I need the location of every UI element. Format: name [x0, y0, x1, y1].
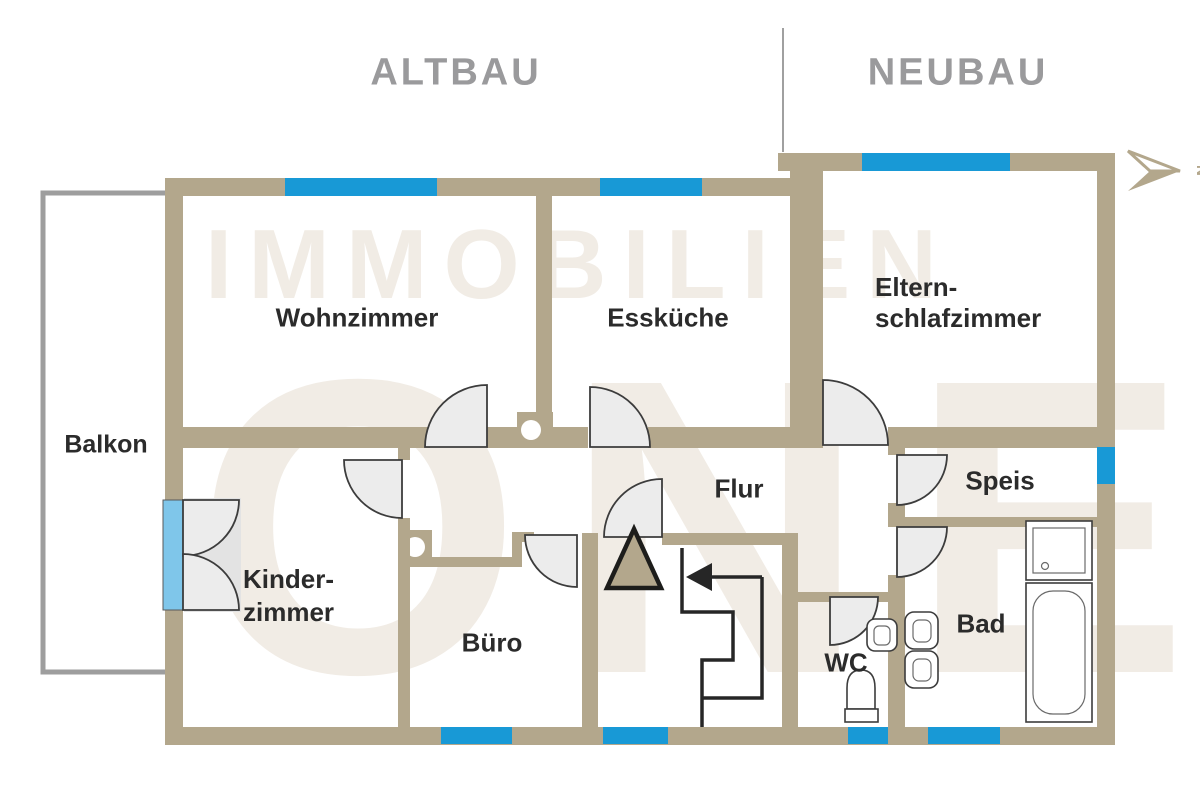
toilet-bowl: [846, 669, 876, 710]
room-label-line: zimmer: [243, 597, 335, 627]
door-arc: [603, 478, 663, 538]
north-arrow-icon: N: [1126, 149, 1200, 191]
window: [928, 727, 1000, 744]
balcony-door: [162, 498, 241, 612]
shower: [1025, 520, 1093, 581]
stair-up-arrow-icon: [603, 523, 665, 591]
window: [862, 153, 1010, 171]
window: [1097, 447, 1115, 484]
wc-sink-bowl: [873, 625, 891, 646]
wall-segment: [536, 196, 552, 412]
north-label: N: [1193, 165, 1200, 176]
door-arc: [524, 534, 578, 588]
room-label-esskueche: Essküche: [607, 302, 729, 333]
wall-segment: [165, 178, 183, 745]
wall-segment: [553, 427, 588, 448]
window: [600, 178, 702, 196]
door-arc: [896, 526, 948, 578]
wall-segment: [512, 532, 522, 567]
wall-segment: [398, 518, 410, 727]
room-label-bad: Bad: [956, 608, 1006, 639]
wall-segment: [487, 427, 517, 448]
room-label-wohnzimmer: Wohnzimmer: [275, 302, 439, 333]
stair-steps: [703, 577, 764, 700]
room-label-line: schlafzimmer: [875, 303, 1042, 333]
wall-segment: [398, 448, 410, 460]
sink-bowl: [912, 658, 932, 682]
stair-direction-arrow-icon: [686, 563, 712, 591]
window: [285, 178, 437, 196]
north-arrow-lower: [1128, 171, 1180, 191]
wall-segment: [582, 533, 598, 727]
wall-segment: [790, 171, 823, 448]
room-label-elternschlafzimmer: Eltern- schlafzimmer: [875, 272, 1041, 334]
toilet-tank: [844, 708, 879, 723]
room-label-speis: Speis: [965, 465, 1035, 496]
walls: [165, 153, 1115, 745]
flue-circle: [521, 420, 541, 440]
section-label-altbau: ALTBAU: [370, 51, 542, 94]
sink-bowl: [912, 619, 932, 643]
fixtures: [844, 520, 1093, 723]
room-label-flur: Flur: [714, 473, 764, 504]
stair-steps: [680, 548, 735, 727]
room-label-balkon: Balkon: [64, 430, 148, 459]
staircase: [603, 523, 764, 727]
windows: [285, 153, 1115, 744]
wall-segment: [648, 427, 790, 448]
door-arc: [589, 386, 651, 448]
balcony-outline: [40, 190, 165, 675]
wall-segment: [662, 533, 782, 545]
wall-segment: [165, 427, 430, 448]
door-arc: [343, 459, 403, 519]
window: [441, 727, 512, 744]
sink: [904, 611, 939, 650]
wall-segment: [410, 557, 512, 567]
bathtub-basin: [1032, 590, 1086, 715]
room-label-buero: Büro: [461, 627, 523, 658]
wall-segment: [888, 427, 1097, 448]
shower-drain: [1040, 561, 1050, 571]
wall-segment: [888, 503, 905, 527]
wall-segment: [888, 575, 905, 727]
wall-segment: [905, 517, 1097, 527]
wc-sink: [866, 618, 898, 652]
wall-segment: [782, 533, 798, 727]
room-label-kinderzimmer: Kinder- zimmer: [243, 563, 334, 629]
room-label-line: Eltern-: [875, 272, 958, 302]
room-label-line: Kinder-: [243, 564, 334, 594]
doors: [343, 379, 948, 646]
door-arc: [424, 384, 488, 448]
door-arc: [896, 454, 948, 506]
wall-segment: [888, 448, 905, 455]
window: [848, 727, 888, 744]
balcony-door-glass: [162, 499, 185, 611]
door-arc: [822, 379, 889, 446]
watermark-line2: ONE: [195, 293, 1200, 762]
bathtub: [1025, 582, 1093, 723]
room-label-wc: WC: [824, 647, 868, 678]
door-arc: [829, 596, 879, 646]
north-arrow-upper: [1126, 149, 1181, 173]
door-arc: [182, 553, 240, 611]
sink: [904, 650, 939, 689]
section-label-neubau: NEUBAU: [867, 51, 1049, 94]
window: [603, 727, 668, 744]
shower-tray: [1032, 527, 1086, 574]
